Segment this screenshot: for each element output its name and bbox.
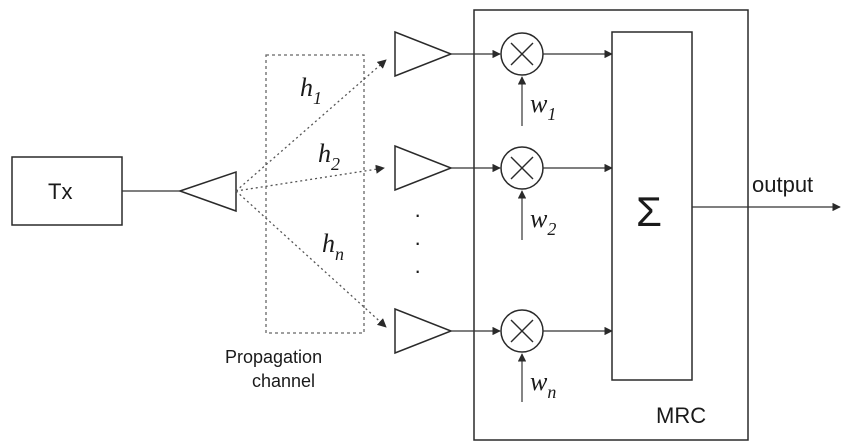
output-label: output: [752, 172, 813, 197]
ellipsis-dot-2: ·: [414, 230, 421, 255]
path-h1: [235, 59, 387, 192]
summer-symbol: Σ: [636, 188, 662, 235]
propagation-channel-box: [265, 54, 365, 334]
gain-hn-base: h: [322, 229, 335, 258]
propagation-channel-label-line1: Propagation: [225, 347, 322, 367]
gain-h1-base: h: [300, 73, 313, 102]
gain-h2-base: h: [318, 139, 331, 168]
gain-hn-label: hn: [322, 229, 344, 264]
gain-h1-label: h1: [300, 73, 322, 108]
rx-amplifier-n: [394, 307, 454, 355]
propagation-channel-label-line2: channel: [252, 371, 315, 391]
multiplier-n: [500, 309, 544, 353]
gain-h1-sub: 1: [313, 88, 322, 108]
weight-w2-label: w2: [530, 204, 556, 239]
weight-wn-sub: n: [547, 382, 556, 402]
rx-amplifier-1: [394, 30, 454, 78]
summer-box: [611, 31, 693, 381]
ellipsis-dot-1: ·: [414, 202, 421, 227]
gain-h2-label: h2: [318, 139, 340, 174]
gain-h2-sub: 2: [331, 154, 340, 174]
multiplier-2: [500, 146, 544, 190]
rx-amplifier-2: [394, 144, 454, 192]
weight-wn-label: wn: [530, 367, 556, 402]
path-hn: [235, 190, 387, 328]
path-h2: [235, 164, 385, 192]
gain-hn-sub: n: [335, 244, 344, 264]
weight-w2-base: w: [530, 204, 548, 233]
weight-w1-base: w: [530, 89, 548, 118]
weight-w2-sub: 2: [547, 219, 556, 239]
tx-box: [11, 156, 123, 226]
weight-w1-label: w1: [530, 89, 556, 124]
mrc-label: MRC: [656, 403, 706, 428]
tx-label: Tx: [48, 179, 72, 204]
multiplier-1: [500, 32, 544, 76]
weight-w1-sub: 1: [547, 104, 556, 124]
tx-amplifier-triangle: [177, 170, 237, 213]
weight-wn-base: w: [530, 367, 548, 396]
ellipsis-dot-3: ·: [414, 258, 421, 283]
